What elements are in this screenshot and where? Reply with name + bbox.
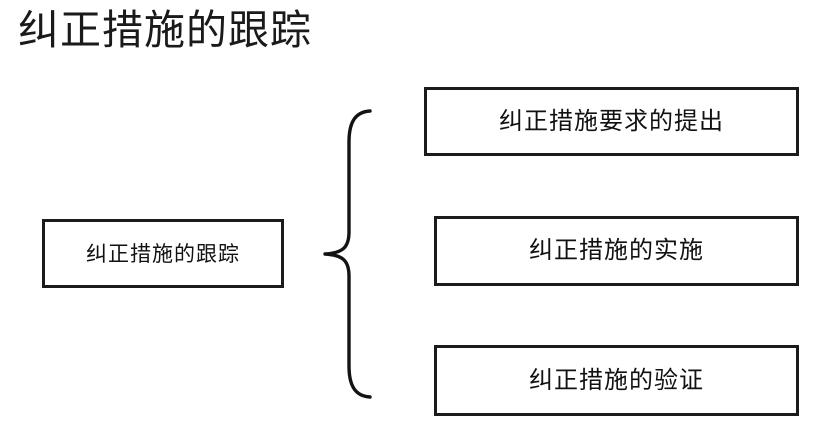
step-node-box-2: 纠正措施的实施 [434,216,799,286]
page-title: 纠正措施的跟踪 [18,7,312,53]
step-node-label-1: 纠正措施要求的提出 [499,108,724,135]
left-curly-brace-icon [316,108,382,400]
step-node-label-3: 纠正措施的验证 [529,367,704,394]
step-node-label-2: 纠正措施的实施 [529,238,704,264]
step-node-box-1: 纠正措施要求的提出 [424,87,799,156]
source-node-label: 纠正措施的跟踪 [86,241,240,266]
source-node-box: 纠正措施的跟踪 [42,219,284,288]
step-node-box-3: 纠正措施的验证 [434,345,799,416]
